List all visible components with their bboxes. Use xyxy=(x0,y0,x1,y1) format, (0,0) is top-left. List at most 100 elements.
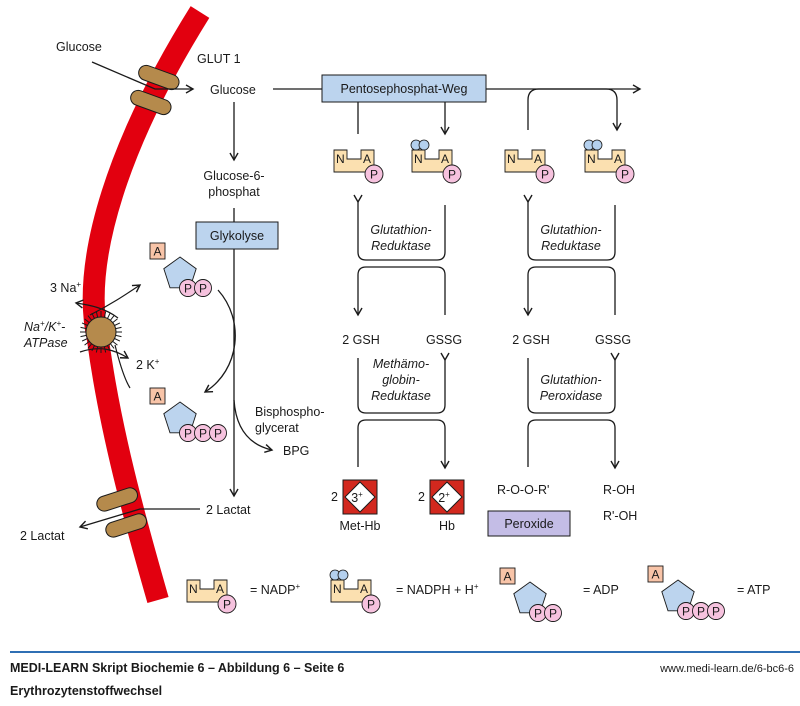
atpase-label-2: ATPase xyxy=(23,336,68,350)
svg-text:P: P xyxy=(370,168,378,182)
svg-text:P: P xyxy=(534,607,542,621)
nadp-body-icon xyxy=(504,149,546,173)
roh-label: R-OH xyxy=(603,483,635,497)
legend-adp-label: = ADP xyxy=(583,583,619,597)
peroxide-box-label: Peroxide xyxy=(504,517,553,531)
svg-text:N: N xyxy=(333,582,342,596)
phosphate-icon xyxy=(194,279,212,297)
nadp-body-icon xyxy=(584,149,626,173)
ppw-box-label: Pentosephosphat-Weg xyxy=(341,82,468,96)
svg-text:A: A xyxy=(651,568,659,582)
adenine-icon xyxy=(499,567,516,585)
svg-text:P: P xyxy=(682,605,690,619)
hb-label: Hb xyxy=(439,519,455,533)
svg-text:P: P xyxy=(712,605,720,619)
footer-subtitle: Erythrozytenstoffwechsel xyxy=(10,684,163,698)
glut1-label: GLUT 1 xyxy=(197,52,241,66)
svg-text:A: A xyxy=(153,245,161,259)
k-in-arrow xyxy=(79,348,130,359)
k-label: 2 K+ xyxy=(136,357,160,372)
svg-text:3+: 3+ xyxy=(351,490,363,505)
glykolyse-box-label: Glykolyse xyxy=(210,229,264,243)
svg-text:P: P xyxy=(223,598,231,612)
bpg-label: BPG xyxy=(283,444,309,458)
phosphate-icon xyxy=(535,164,555,184)
methb-coef: 2 xyxy=(331,490,338,504)
svg-text:P: P xyxy=(448,168,456,182)
glykolyse-box xyxy=(195,221,279,250)
bpg-label-1: Bisphospho- xyxy=(255,405,325,419)
adp-to-atp-cycle-arrow xyxy=(203,289,236,393)
phosphate-icon xyxy=(364,164,384,184)
svg-text:A: A xyxy=(441,152,449,166)
na-out-arrow xyxy=(74,299,119,319)
gsh1-label: 2 GSH xyxy=(342,333,380,347)
hb-heme: 2+ xyxy=(429,479,465,515)
legend-nadp-label: = NADP+ xyxy=(250,582,301,597)
svg-text:P: P xyxy=(367,598,375,612)
gssg2-label: GSSG xyxy=(595,333,631,347)
nadp-body-icon xyxy=(411,149,453,173)
bpg-label-2: glycerat xyxy=(255,421,299,435)
erythrocyte-metabolism-diagram: Glucose GLUT 1 Glucose Pentosephosphat-W… xyxy=(20,6,770,622)
lactate-inside-label: 2 Lactat xyxy=(206,503,251,517)
svg-text:A: A xyxy=(503,570,511,584)
footer-url-link[interactable]: www.medi-learn.de/6-bc6-6 xyxy=(660,663,794,675)
nadp-body-icon xyxy=(333,149,375,173)
nadph-1: N AP xyxy=(410,139,462,184)
adenine-icon xyxy=(149,242,166,260)
phosphate-icon xyxy=(615,164,635,184)
footer-title: MEDI-LEARN Skript Biochemie 6 – Abbildun… xyxy=(10,661,345,675)
nadp-body-icon xyxy=(330,579,372,603)
na-label: 3 Na+ xyxy=(50,280,81,295)
lactate-outside-label: 2 Lactat xyxy=(20,529,65,543)
gr1-label-2: Reduktase xyxy=(371,239,431,253)
gr2-label-2: Reduktase xyxy=(541,239,601,253)
hydrogen-icon xyxy=(337,569,349,581)
glutathione-reductase-2-cycle xyxy=(523,194,616,317)
svg-text:A: A xyxy=(153,390,161,404)
svg-text:P: P xyxy=(697,605,705,619)
atpase-label-1: Na+/K+- xyxy=(24,319,65,334)
mhr-label-3: Reduktase xyxy=(371,389,431,403)
legend-nadph-label: = NADPH + H+ xyxy=(396,582,479,597)
nadp2-to-nadph2-arrow xyxy=(527,88,622,132)
gssg1-label: GSSG xyxy=(426,333,462,347)
atpase-to-atp-line xyxy=(114,344,131,389)
nadp-body-icon xyxy=(186,579,228,603)
phosphate-icon xyxy=(707,602,725,620)
lactate-export-arrow xyxy=(78,508,200,530)
adenine-icon xyxy=(647,565,664,583)
phosphate-icon xyxy=(217,594,237,614)
glucose-uptake-arrow xyxy=(91,61,195,94)
gsh2-label: 2 GSH xyxy=(512,333,550,347)
glut1-transporter xyxy=(130,64,180,116)
atp-to-adp-arrow-left xyxy=(89,284,142,316)
gpx-label-2: Peroxidase xyxy=(540,389,603,403)
glucose-outside-label: Glucose xyxy=(56,40,102,54)
hb-coef: 2 xyxy=(418,490,425,504)
svg-text:P: P xyxy=(214,427,222,441)
ppw-box xyxy=(321,74,487,103)
glutathione-reductase-1-cycle xyxy=(353,194,446,317)
svg-text:N: N xyxy=(414,152,423,166)
footer-divider xyxy=(10,651,800,653)
svg-text:A: A xyxy=(360,582,368,596)
glutathione-peroxidase-cycle xyxy=(527,352,620,470)
hydrogen-icon xyxy=(418,139,430,151)
g6p-label-1: Glucose-6- xyxy=(203,169,264,183)
svg-text:A: A xyxy=(614,152,622,166)
svg-text:P: P xyxy=(549,607,557,621)
svg-text:N: N xyxy=(189,582,198,596)
phosphate-icon xyxy=(442,164,462,184)
svg-text:N: N xyxy=(587,152,596,166)
r2oh-label: R'-OH xyxy=(603,509,637,523)
svg-text:N: N xyxy=(336,152,345,166)
hydrogen-icon xyxy=(591,139,603,151)
gr1-label-1: Glutathion- xyxy=(370,223,431,237)
svg-text:P: P xyxy=(184,427,192,441)
